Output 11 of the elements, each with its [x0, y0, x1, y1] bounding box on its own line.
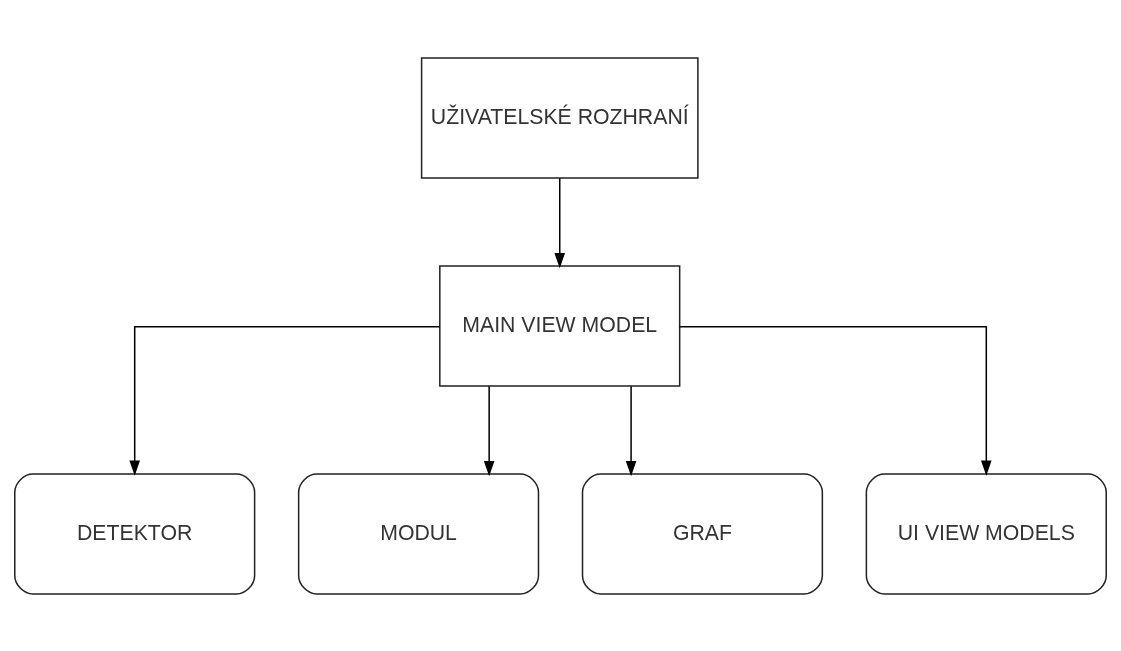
node-box: GRAF — [581, 472, 824, 595]
arrow — [483, 384, 495, 476]
arrow — [625, 384, 637, 476]
node-box: DETEKTOR — [14, 472, 256, 595]
arrow — [129, 325, 441, 476]
node-box: MODUL — [297, 472, 540, 595]
node-box: MAIN VIEW MODEL — [439, 264, 681, 387]
node-box: UŽIVATELSKÉ ROZHRANÍ — [420, 56, 699, 179]
node-box: UI VIEW MODELS — [865, 472, 1107, 595]
arrow — [554, 176, 566, 268]
arrow — [678, 325, 992, 476]
